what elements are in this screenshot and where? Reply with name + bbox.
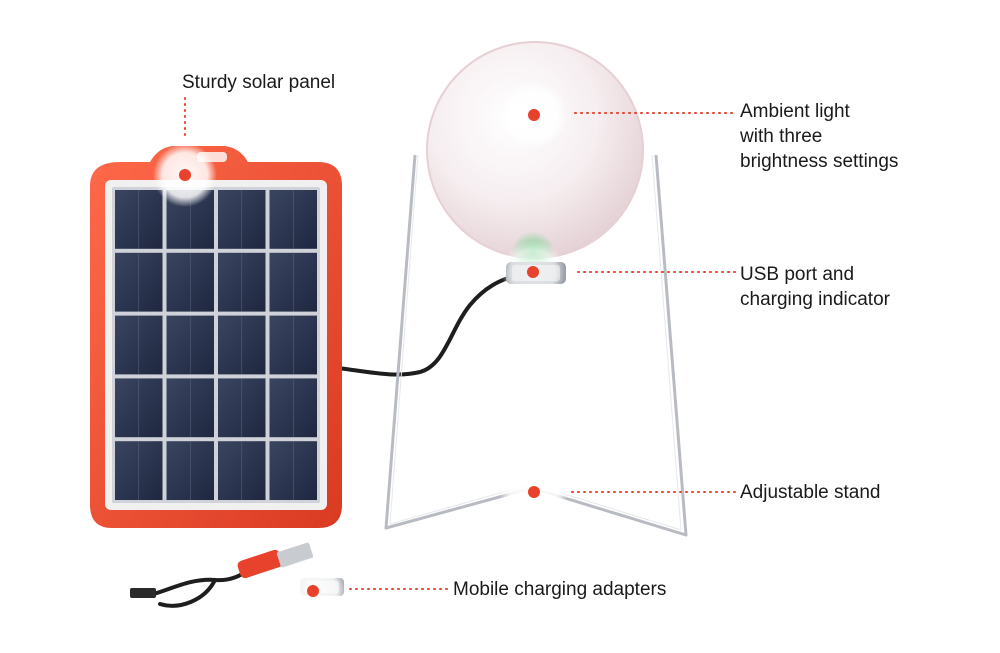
hotspot-ambient-light[interactable] [500,81,568,149]
lamp-globe [426,41,644,275]
label-ambient-light: Ambient light with three brightness sett… [740,99,898,174]
solar-cells [115,190,317,500]
solar-panel [90,146,342,528]
label-stand: Adjustable stand [740,482,881,503]
label-ambient-light-line: with three [740,126,823,147]
label-ambient-light-line: brightness settings [740,151,899,172]
hotspot-stand[interactable] [500,458,568,526]
leader-lines [184,97,736,590]
label-adapters: Mobile charging adapters [453,579,667,600]
label-usb-port-line: USB port and [740,264,855,285]
label-solar-panel: Sturdy solar panel [182,72,336,93]
charging-cable [336,274,517,377]
hotspot-solar-panel[interactable] [153,143,217,207]
label-ambient-light-line: Ambient light [740,101,850,122]
label-usb-port-line: charging indicator [740,289,890,310]
hotspot-usb-port[interactable] [501,240,565,304]
hotspot-adapters[interactable] [279,557,347,625]
label-usb-port: USB port and charging indicator [740,262,890,312]
